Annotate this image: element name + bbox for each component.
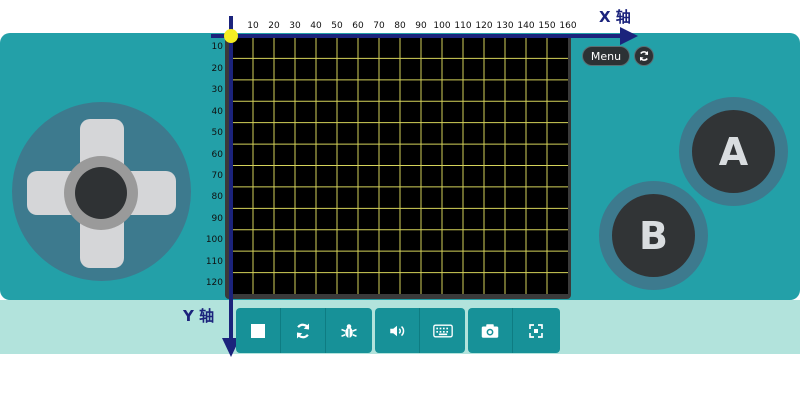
keyboard-icon: [432, 324, 453, 337]
x-tick-label: 90: [415, 21, 427, 31]
screenshot-icon: [481, 323, 499, 338]
y-tick-label: 50: [211, 128, 223, 139]
fullscreen-icon: [528, 323, 543, 338]
x-tick-label: 80: [394, 21, 406, 31]
y-tick-label: 120: [205, 278, 223, 288]
x-tick-label: 120: [475, 21, 493, 31]
x-tick-label: 140: [517, 21, 535, 31]
x-tick-label: 60: [352, 21, 364, 31]
y-tick-label: 80: [211, 192, 223, 203]
x-tick-label: 30: [289, 21, 301, 31]
y-tick-label: 60: [211, 149, 223, 160]
b-button[interactable]: B: [612, 194, 695, 277]
screen-grid: [232, 37, 568, 294]
x-tick-label: 150: [538, 21, 556, 31]
y-tick-label: 40: [211, 106, 223, 117]
a-button[interactable]: A: [692, 110, 775, 193]
x-tick-label: 160: [559, 21, 577, 31]
x-tick-label: 10: [247, 21, 259, 31]
x-tick-label: 100: [433, 21, 451, 31]
refresh-icon: [639, 51, 649, 61]
keyboard-button[interactable]: [420, 308, 465, 353]
restart-button[interactable]: [281, 308, 326, 353]
sound-button[interactable]: [375, 308, 420, 353]
y-tick-label: 20: [211, 63, 223, 74]
x-axis-label: X 轴: [599, 8, 631, 26]
y-axis-label: Y 轴: [183, 307, 215, 325]
toolbar-group-view: [468, 308, 560, 353]
debug-icon: [340, 323, 357, 338]
refresh-button[interactable]: [634, 46, 654, 66]
x-tick-label: 130: [496, 21, 514, 31]
x-tick-label: 70: [373, 21, 385, 31]
x-tick-label: 20: [268, 21, 280, 31]
y-tick-label: 10: [211, 42, 223, 53]
x-tick-label: 50: [331, 21, 343, 31]
game-screen[interactable]: [232, 37, 568, 294]
debug-button[interactable]: [326, 308, 371, 353]
y-tick-label: 100: [205, 235, 223, 246]
y-tick-label: 30: [211, 85, 223, 96]
sound-icon: [390, 325, 405, 336]
dpad-center[interactable]: [75, 167, 127, 219]
screenshot-button[interactable]: [468, 308, 513, 353]
x-tick-label: 40: [310, 21, 322, 31]
toolbar-group-media: [375, 308, 465, 353]
restart-icon: [296, 323, 310, 338]
stop-icon: [251, 323, 265, 338]
stop-button[interactable]: [236, 308, 281, 353]
menu-button[interactable]: Menu: [582, 46, 630, 66]
y-tick-label: 90: [211, 213, 223, 224]
y-tick-label: 70: [211, 170, 223, 181]
toolbar-group-run: [236, 308, 372, 353]
fullscreen-button[interactable]: [513, 308, 558, 353]
y-tick-label: 110: [205, 256, 223, 267]
x-tick-label: 110: [454, 21, 472, 31]
